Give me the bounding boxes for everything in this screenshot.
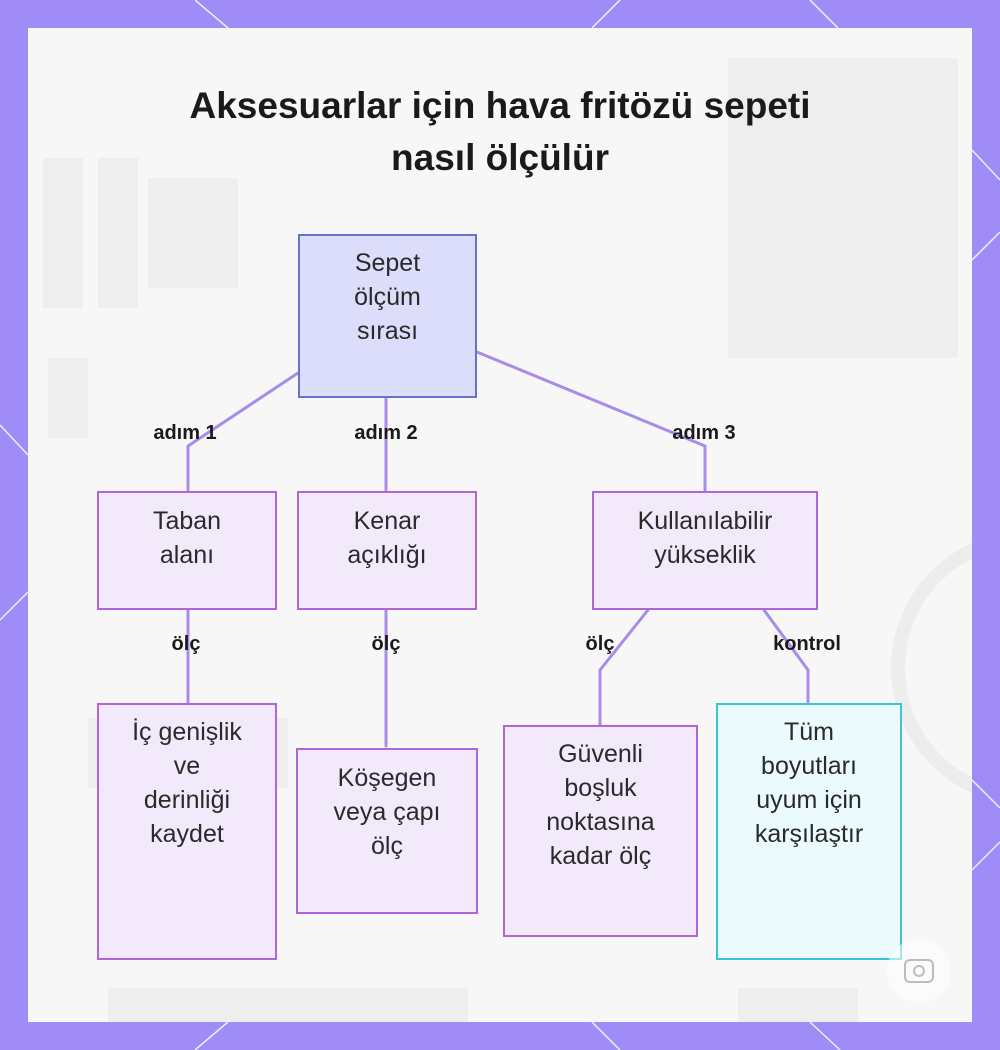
node-compare-all-label: Tüm boyutları uyum için karşılaştır: [754, 718, 864, 848]
node-usable-height-label: Kullanılabilir yükseklik: [637, 507, 773, 569]
node-side-clearance-label: Kenar açıklığı: [347, 507, 427, 569]
edge-label-step-1: adım 1: [153, 422, 217, 444]
connector-lines: [186, 350, 810, 748]
node-base-area: Taban alanı: [97, 491, 277, 610]
edge-usable-height-to-compare: [762, 608, 810, 704]
edge-label-measure-c: ölç: [585, 633, 615, 655]
diagram-title-line-1: Aksesuarlar için hava fritözü sepeti: [189, 85, 811, 126]
edge-label-step-3: adım 3: [672, 422, 736, 444]
node-measure-diagonal: Köşegen veya çapı ölç: [296, 748, 478, 914]
node-measure-clearance-label: Güvenli boşluk noktasına kadar ölç: [546, 740, 655, 870]
node-base-area-label: Taban alanı: [152, 507, 222, 569]
node-root-label: Sepet ölçüm sırası: [354, 249, 421, 345]
node-measure-clearance: Güvenli boşluk noktasına kadar ölç: [503, 725, 698, 937]
edge-label-measure-a: ölç: [171, 633, 201, 655]
diagram-panel: Aksesuarlar için hava fritözü sepeti nas…: [28, 28, 972, 1022]
edge-label-step-2: adım 2: [354, 422, 418, 444]
node-root-basket-measure-order: Sepet ölçüm sırası: [298, 234, 477, 398]
edge-root-to-usable-height: [475, 350, 707, 492]
edge-label-control: kontrol: [773, 633, 841, 655]
edge-label-measure-b: ölç: [371, 633, 401, 655]
camera-icon: [887, 939, 951, 1003]
edge-root-to-base-area: [186, 371, 300, 492]
node-record-width-depth-label: İç genişlik ve derinliği kaydet: [132, 718, 242, 848]
node-side-clearance: Kenar açıklığı: [297, 491, 477, 610]
node-measure-diagonal-label: Köşegen veya çapı ölç: [333, 764, 441, 860]
diagram-title-line-2: nasıl ölçülür: [391, 137, 609, 178]
node-record-width-depth: İç genişlik ve derinliği kaydet: [97, 703, 277, 960]
node-compare-all-dimensions: Tüm boyutları uyum için karşılaştır: [716, 703, 902, 960]
edge-usable-height-to-clearance: [598, 608, 650, 727]
node-usable-height: Kullanılabilir yükseklik: [592, 491, 818, 610]
